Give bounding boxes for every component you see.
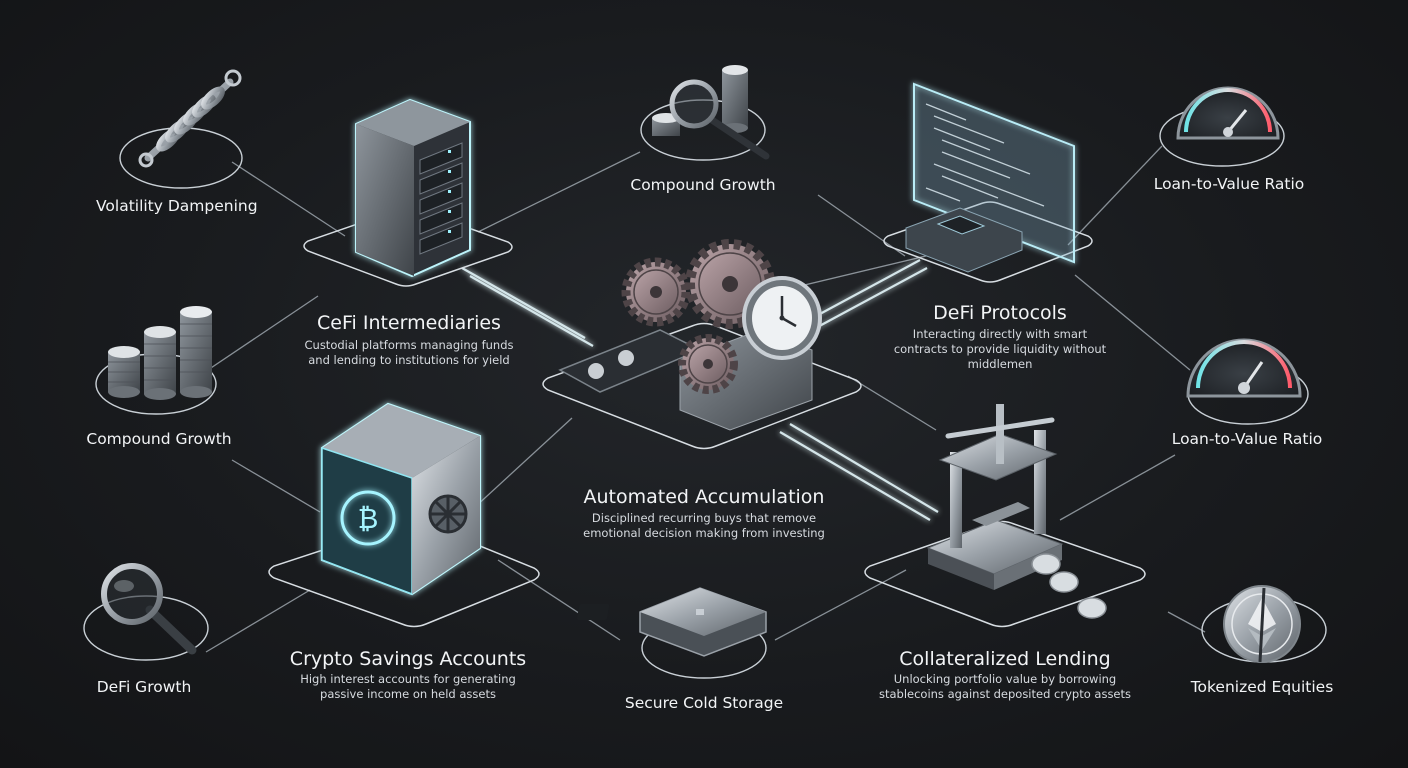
desc-automated-accumulation: Disciplined recurring buys that remove e… — [564, 511, 844, 541]
desc-line: contracts to provide liquidity without — [893, 342, 1107, 356]
desc-line: Custodial platforms managing funds — [304, 338, 514, 352]
gauge-icon-middle — [1186, 338, 1302, 398]
gauge-icon-top — [1176, 86, 1280, 140]
desc-line: High interest accounts for generating — [300, 672, 516, 686]
title-cefi-intermediaries: CeFi Intermediaries — [317, 312, 501, 334]
desc-line: stablecoins against deposited crypto ass… — [878, 687, 1132, 701]
desc-line: Interacting directly with smart — [912, 327, 1088, 341]
connector-lines — [189, 145, 1206, 653]
desc-defi-protocols: Interacting directly with smart contract… — [880, 327, 1120, 372]
vault-safe-icon: ₿ — [320, 402, 482, 596]
server-rack-icon — [355, 98, 471, 278]
desc-crypto-savings-accounts: High interest accounts for generating pa… — [270, 672, 546, 702]
magnifying-glass-icon — [101, 563, 197, 655]
title-collateralized-lending: Collateralized Lending — [899, 648, 1111, 670]
label-tokenized-equities: Tokenized Equities — [1190, 678, 1334, 696]
desc-line: Unlocking portfolio value by borrowing — [893, 672, 1117, 686]
title-automated-accumulation: Automated Accumulation — [583, 486, 825, 508]
desc-collateralized-lending: Unlocking portfolio value by borrowing s… — [860, 672, 1150, 702]
hardware-wallet-icon — [576, 587, 767, 657]
press-coins-icon — [926, 404, 1107, 619]
smart-contract-screen-icon — [905, 82, 1075, 273]
title-defi-protocols: DeFi Protocols — [933, 302, 1067, 324]
magnifier-coins-icon — [652, 65, 770, 160]
glow-conduits — [461, 259, 939, 521]
label-secure-cold-storage: Secure Cold Storage — [624, 694, 784, 712]
desc-line: Disciplined recurring buys that remove — [591, 511, 817, 525]
gears-clock-machine-icon — [558, 239, 822, 431]
desc-line: and lending to institutions for yield — [308, 353, 510, 367]
bitcoin-icon: ₿ — [358, 502, 379, 535]
label-compound-growth-top: Compound Growth — [630, 176, 776, 194]
label-defi-growth: DeFi Growth — [96, 678, 192, 696]
desc-line: middlemen — [967, 357, 1033, 371]
label-ltv-middle: Loan-to-Value Ratio — [1171, 430, 1323, 448]
ethereum-coin-icon — [1223, 585, 1301, 663]
label-compound-growth-left: Compound Growth — [86, 430, 232, 448]
label-ltv-top: Loan-to-Value Ratio — [1153, 175, 1305, 193]
label-volatility-dampening: Volatility Dampening — [96, 197, 258, 215]
title-crypto-savings-accounts: Crypto Savings Accounts — [289, 648, 527, 670]
desc-line: passive income on held assets — [320, 687, 496, 701]
shock-absorber-icon — [138, 69, 242, 168]
coin-stacks-icon — [108, 306, 212, 400]
desc-cefi-intermediaries: Custodial platforms managing funds and l… — [284, 338, 534, 368]
desc-line: emotional decision making from investing — [583, 526, 825, 540]
